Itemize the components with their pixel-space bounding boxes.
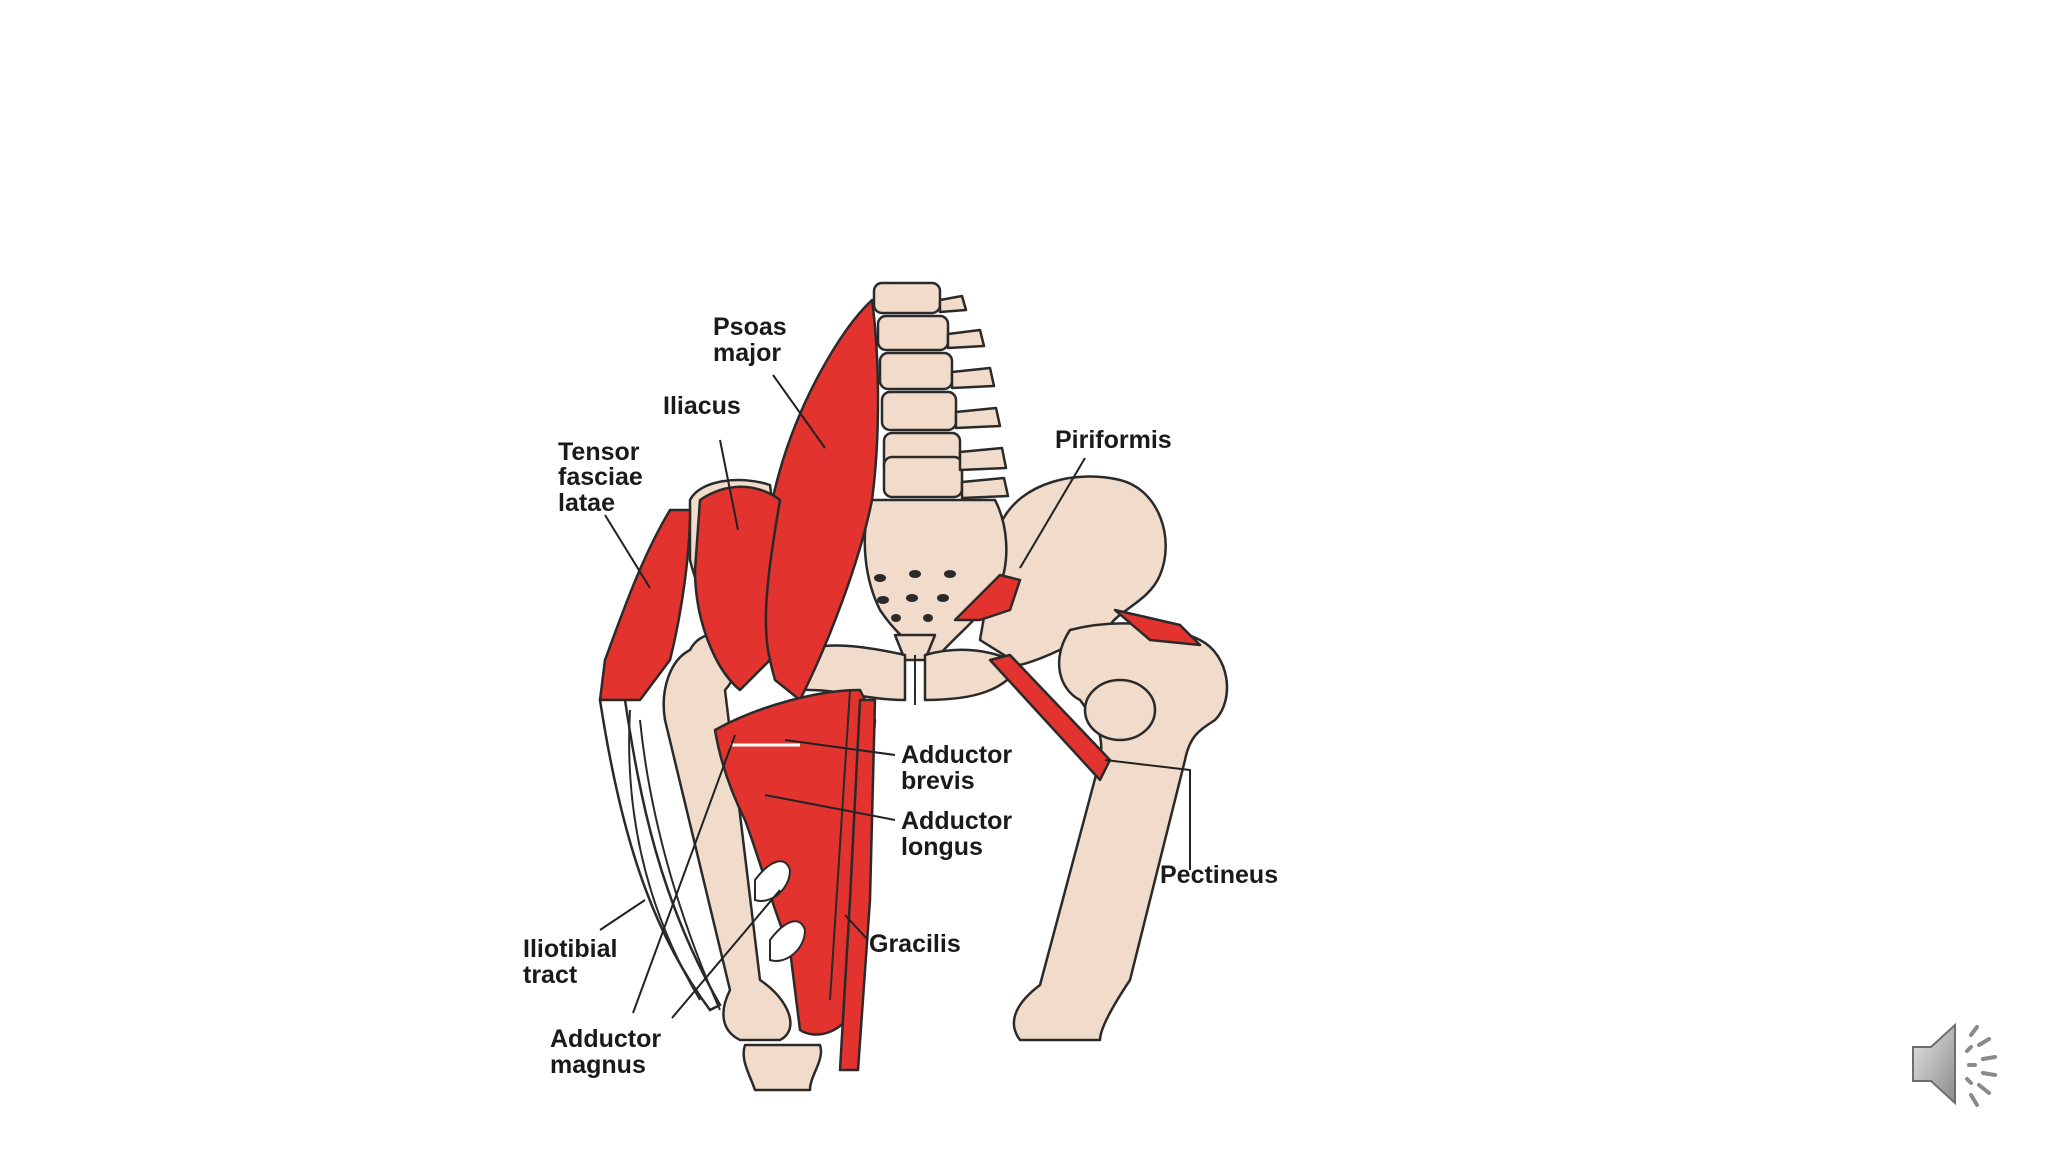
label-psoas-major: Psoas major xyxy=(713,313,794,367)
muscle-piriformis xyxy=(953,573,1022,622)
muscles xyxy=(598,298,1202,1072)
label-adductor-brevis: Adductor brevis xyxy=(901,741,1019,795)
sacral-foramina xyxy=(874,570,956,622)
speaker-icon xyxy=(1912,1022,1997,1107)
muscle-iliacus xyxy=(693,485,782,692)
skeleton xyxy=(662,281,1229,1092)
leader-lines xyxy=(599,374,1191,1019)
label-adductor-longus: Adductor longus xyxy=(901,807,1019,861)
muscle-psoas-major xyxy=(761,298,880,702)
label-tensor-fasciae-latae: Tensor fasciae latae xyxy=(558,438,650,517)
label-piriformis: Piriformis xyxy=(1055,426,1172,454)
muscle-tensor-fasciae-latae xyxy=(598,508,692,702)
muscle-gracilis xyxy=(838,698,877,1072)
muscle-adductors xyxy=(713,688,877,1036)
labels: Psoas major Iliacus Tensor fasciae latae… xyxy=(523,313,1278,1079)
label-pectineus: Pectineus xyxy=(1160,861,1278,889)
label-iliacus: Iliacus xyxy=(663,392,741,420)
audio-speaker-button[interactable] xyxy=(1905,1015,2010,1115)
label-iliotibial-tract: Iliotibial tract xyxy=(523,935,624,989)
label-gracilis: Gracilis xyxy=(869,930,961,958)
label-adductor-magnus: Adductor magnus xyxy=(550,1025,668,1079)
lumbar-spine xyxy=(872,281,1010,500)
